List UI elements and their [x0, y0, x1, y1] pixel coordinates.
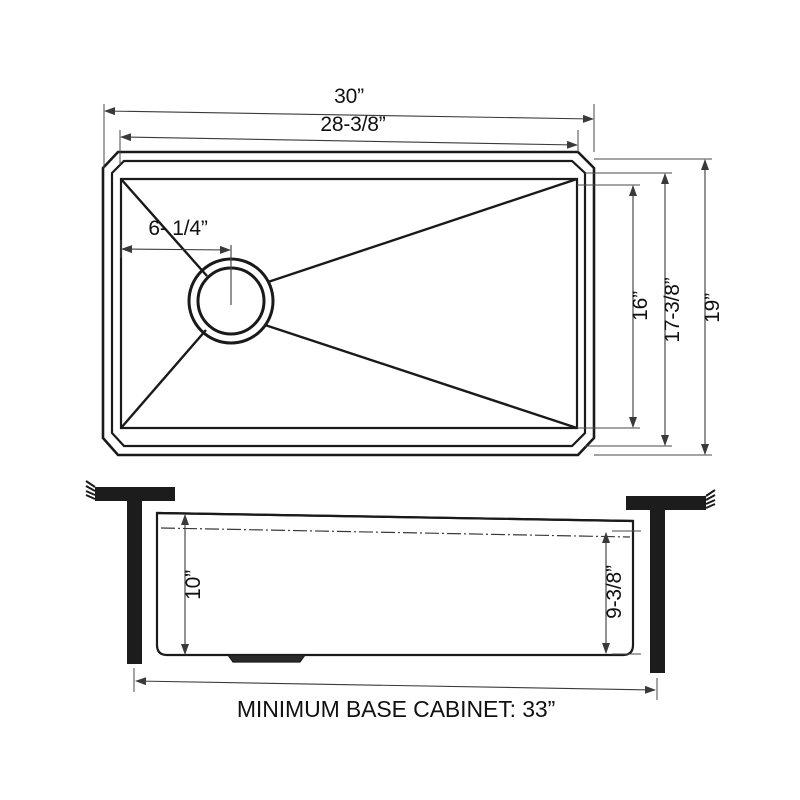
dimension-min-base-cabinet: MINIMUM BASE CABINET: 33”: [133, 668, 658, 722]
countertop-symbol-left: [85, 480, 175, 664]
dimension-label-bowl-height-inner: 9-3/8”: [603, 565, 626, 619]
dimension-drain-offset: 6- 1/4”: [120, 217, 231, 258]
sink-rim-inner-edge: [110, 159, 587, 448]
sink-outer-rim: [101, 150, 596, 457]
dimension-bowl-width: 28-3/8”: [119, 113, 579, 165]
dimension-label-bowl-depth: 16”: [629, 291, 652, 321]
basin-waterline: [160, 527, 631, 538]
countertop-symbol-right: [626, 489, 716, 673]
sink-section-rim-line: [156, 511, 634, 523]
dimension-overall-depth: 19”: [594, 158, 724, 456]
dimension-label-overall-width: 30”: [334, 85, 364, 108]
dimension-label-inner-depth: 17-3/8”: [661, 277, 684, 342]
dimension-overall-width: 30”: [103, 85, 595, 168]
dimension-label-bowl-width: 28-3/8”: [320, 113, 385, 136]
dimension-inner-depth: 17-3/8”: [585, 172, 684, 447]
caption-min-base-cabinet: MINIMUM BASE CABINET: 33”: [237, 696, 555, 722]
drain-outlet-bump: [226, 654, 307, 663]
basin-slope-lines: [120, 177, 578, 430]
dimension-bowl-depth: 16”: [577, 184, 652, 429]
dimension-label-drain-offset: 6- 1/4”: [148, 217, 207, 240]
sink-section-outline: [155, 511, 635, 657]
dimension-label-bowl-height: 10”: [182, 570, 205, 600]
dimension-bowl-height-inner: 9-3/8”: [602, 530, 641, 655]
dimension-label-overall-depth: 19”: [701, 293, 724, 323]
dimension-bowl-height: 10”: [181, 514, 205, 655]
top-view-group: 30” 28-3/8” 6- 1/4” 16”: [101, 85, 724, 457]
section-view-group: 10” 9-3/8” MINIMUM BASE CABINET: 33”: [85, 480, 716, 722]
